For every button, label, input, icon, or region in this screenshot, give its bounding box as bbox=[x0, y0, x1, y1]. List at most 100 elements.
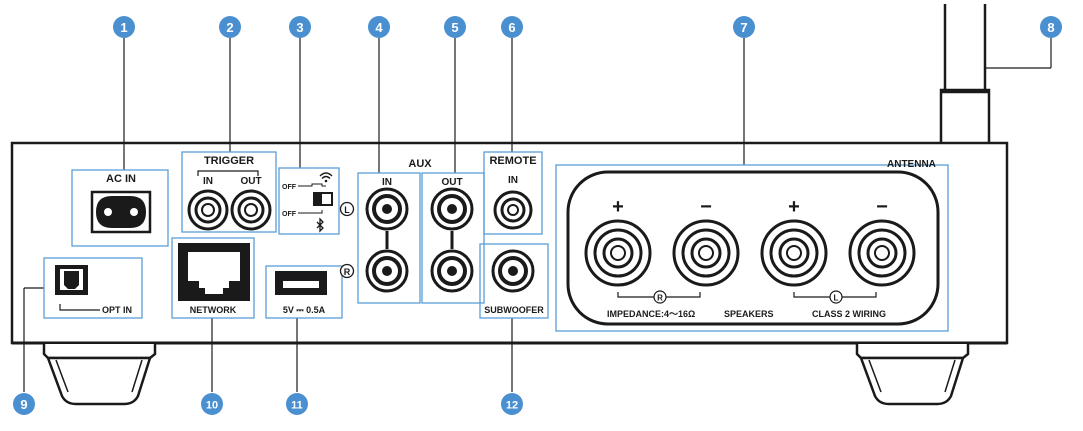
channel-r-label: R bbox=[344, 267, 351, 277]
aux-label: AUX bbox=[408, 158, 432, 170]
numbered-callout-icon bbox=[501, 16, 523, 38]
numbered-callout-icon bbox=[219, 16, 241, 38]
svg-text:9: 9 bbox=[20, 397, 27, 412]
network-label: NETWORK bbox=[190, 305, 237, 315]
highlight-aux-out bbox=[421, 172, 485, 304]
trigger-out-label: OUT bbox=[240, 176, 261, 187]
speaker-l-plus-label: + bbox=[788, 196, 800, 218]
highlight-speakers bbox=[555, 164, 949, 332]
callout-10: 10 bbox=[201, 393, 223, 415]
trigger-label: TRIGGER bbox=[204, 155, 254, 167]
numbered-callout-icon bbox=[368, 16, 390, 38]
bluetooth-icon bbox=[316, 217, 324, 233]
numbered-callout-icon bbox=[501, 393, 523, 415]
speaker-r-minus-terminal bbox=[672, 219, 740, 287]
svg-text:4: 4 bbox=[375, 20, 383, 35]
ac-inlet: AC IN bbox=[90, 173, 152, 234]
numbered-callout-icon bbox=[1040, 16, 1062, 38]
network-port: NETWORK bbox=[178, 243, 250, 315]
svg-text:1: 1 bbox=[120, 20, 127, 35]
trigger-jacks: TRIGGER IN OUT bbox=[187, 155, 272, 231]
callout-2: 2 bbox=[219, 16, 241, 38]
usb-port: 5V ⎓ 0.5A bbox=[275, 271, 327, 315]
highlight-network bbox=[171, 237, 255, 319]
aux-jacks: AUX IN OUT bbox=[365, 158, 474, 293]
remote-in-label: IN bbox=[508, 175, 518, 186]
right-foot bbox=[855, 344, 970, 406]
trigger-out-jack bbox=[230, 189, 272, 231]
svg-text:11: 11 bbox=[291, 400, 303, 412]
highlight-aux-in bbox=[357, 172, 421, 304]
speaker-l-minus-label: − bbox=[876, 196, 888, 218]
highlight-boxes bbox=[43, 151, 949, 332]
antenna-label: ANTENNA bbox=[887, 159, 936, 170]
svg-text:7: 7 bbox=[740, 20, 747, 35]
svg-text:6: 6 bbox=[508, 20, 515, 35]
aux-in-r-jack bbox=[365, 249, 409, 293]
usb-label: 5V ⎓ 0.5A bbox=[283, 305, 326, 315]
trigger-in-label: IN bbox=[203, 176, 213, 187]
speaker-l-minus-terminal bbox=[848, 219, 916, 287]
subwoofer-label: SUBWOOFER bbox=[484, 305, 544, 315]
highlight-trigger bbox=[181, 151, 277, 233]
highlight-remote bbox=[483, 151, 543, 235]
optical-input: OPT IN bbox=[55, 265, 132, 315]
callout-6: 6 bbox=[501, 16, 523, 38]
svg-text:8: 8 bbox=[1047, 20, 1054, 35]
callout-4: 4 bbox=[368, 16, 390, 38]
svg-text:5: 5 bbox=[451, 20, 458, 35]
aux-out-l-jack bbox=[430, 187, 474, 231]
aux-in-label: IN bbox=[382, 177, 392, 188]
highlight-subwoofer bbox=[479, 243, 549, 319]
highlight-opt-in bbox=[43, 257, 143, 319]
speaker-r-plus-label: + bbox=[612, 196, 624, 218]
impedance-label: IMPEDANCE:4～16Ω bbox=[607, 309, 695, 319]
numbered-callout-icon bbox=[201, 393, 223, 415]
left-foot bbox=[42, 344, 157, 406]
remote-label: REMOTE bbox=[489, 155, 536, 167]
class2-wiring-label: CLASS 2 WIRING bbox=[812, 309, 886, 319]
leader-lines bbox=[23, 38, 1052, 392]
highlight-ac-in bbox=[71, 169, 169, 247]
callout-5: 5 bbox=[444, 16, 466, 38]
trigger-in-jack bbox=[187, 189, 229, 231]
numbered-callout-icon bbox=[13, 393, 35, 415]
highlight-switch bbox=[278, 167, 340, 235]
speaker-r-minus-label: − bbox=[700, 196, 712, 218]
wifi-icon bbox=[319, 172, 333, 183]
opt-in-label: OPT IN bbox=[102, 305, 132, 315]
aux-out-label: OUT bbox=[441, 177, 462, 188]
speaker-l-channel-label: L bbox=[834, 294, 839, 303]
switch-off-bottom-label: OFF bbox=[282, 211, 297, 218]
switch-off-top-label: OFF bbox=[282, 184, 297, 191]
svg-text:10: 10 bbox=[206, 400, 218, 412]
callout-3: 3 bbox=[289, 16, 311, 38]
speaker-terminals: + − + − R bbox=[566, 170, 940, 326]
svg-text:3: 3 bbox=[296, 20, 303, 35]
callout-7: 7 bbox=[733, 16, 755, 38]
callout-9: 9 bbox=[13, 393, 35, 415]
speaker-r-channel-label: R bbox=[657, 294, 663, 303]
numbered-callout-icon bbox=[444, 16, 466, 38]
numbered-callout-icon bbox=[733, 16, 755, 38]
callout-12: 12 bbox=[501, 393, 523, 415]
speaker-l-plus-terminal bbox=[760, 219, 828, 287]
channel-l-icon: L bbox=[339, 201, 355, 217]
subwoofer-jack: SUBWOOFER bbox=[484, 249, 544, 315]
wireless-switch: OFF OFF bbox=[282, 172, 333, 233]
aux-in-l-jack bbox=[365, 187, 409, 231]
speaker-r-plus-terminal bbox=[584, 219, 652, 287]
channel-l-label: L bbox=[344, 205, 350, 215]
speakers-label: SPEAKERS bbox=[724, 309, 774, 319]
channel-r-icon: R bbox=[339, 263, 355, 279]
numbered-callout-icon bbox=[289, 16, 311, 38]
ac-in-label: AC IN bbox=[106, 173, 136, 185]
svg-text:2: 2 bbox=[226, 20, 233, 35]
callout-8: 8 bbox=[1040, 16, 1062, 38]
aux-out-r-jack bbox=[430, 249, 474, 293]
highlight-usb bbox=[265, 265, 343, 319]
callout-11: 11 bbox=[286, 393, 308, 415]
numbered-callout-icon bbox=[113, 16, 135, 38]
